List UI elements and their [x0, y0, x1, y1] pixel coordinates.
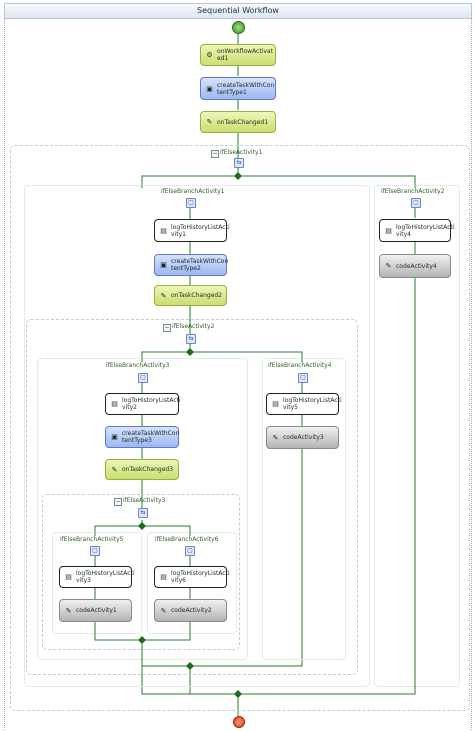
- activity-label: logToHistoryListActi vity1: [171, 223, 230, 238]
- log-icon: ▤: [272, 400, 279, 408]
- log-icon: ▤: [65, 573, 72, 581]
- on-task-changed-activity-1[interactable]: ✎ onTaskChanged1: [200, 111, 276, 133]
- activity-label: onWorkflowActivat ed1: [217, 48, 273, 62]
- log-history-activity-1[interactable]: ▤ logToHistoryListActi vity1: [154, 219, 230, 242]
- branch-label: ifElseBranchActivity5: [60, 536, 124, 543]
- if-else-icon: ⇆: [186, 334, 196, 344]
- log-history-activity-6[interactable]: ▤ logToHistoryListActi vity6: [154, 566, 230, 588]
- if-else-branch-6[interactable]: [147, 532, 237, 634]
- log-icon: ▤: [160, 573, 167, 581]
- if-else-branch-4[interactable]: [262, 358, 346, 660]
- create-task-activity-3[interactable]: ▣ createTaskWithCon tentType3: [105, 426, 179, 448]
- log-history-activity-5[interactable]: ▤ logToHistoryListActi vity5: [266, 393, 342, 415]
- if-else-branch-5[interactable]: [52, 532, 142, 634]
- activity-label: onTaskChanged1: [217, 118, 269, 126]
- task-icon: ▣: [160, 261, 167, 269]
- on-workflow-activated-activity[interactable]: ⚙ onWorkflowActivat ed1: [200, 44, 276, 66]
- if-else-icon: ⇆: [138, 508, 148, 518]
- activity-label: logToHistoryListActi vity2: [122, 397, 181, 411]
- on-task-changed-activity-3[interactable]: ✎ onTaskChanged3: [105, 459, 179, 480]
- if-else-branch-2[interactable]: [374, 185, 460, 687]
- log-icon: ▤: [385, 226, 392, 235]
- if-else-activity-1[interactable]: [10, 145, 470, 711]
- activity-label: onTaskChanged3: [122, 466, 174, 473]
- branch-icon: ▢: [90, 546, 100, 556]
- task-icon: ▣: [111, 433, 118, 441]
- if-else-activity-3[interactable]: [42, 494, 240, 650]
- branch-icon: ▢: [411, 198, 421, 208]
- event-icon: ⚙: [206, 51, 213, 59]
- activity-label: createTaskWithCon tentType3: [122, 430, 180, 444]
- code-icon: ✎: [385, 262, 392, 270]
- activity-label: logToHistoryListActi vity5: [283, 397, 342, 411]
- designer-frame: [4, 18, 472, 730]
- if-else-label: ifElseActivity2: [172, 323, 215, 330]
- activity-label: createTaskWithCon tentType2: [171, 258, 229, 272]
- code-icon: ✎: [65, 606, 72, 615]
- code-activity-3[interactable]: ✎ codeActivity3: [266, 426, 339, 449]
- designer-title: Sequential Workflow: [4, 3, 472, 19]
- activity-label: codeActivity1: [76, 607, 117, 614]
- create-task-activity-2[interactable]: ▣ createTaskWithCon tentType2: [154, 254, 229, 276]
- activity-label: createTaskWithCon tentType1: [217, 81, 275, 96]
- activity-label: logToHistoryListActi vity3: [76, 570, 135, 584]
- branch-label: ifElseBranchActivity2: [381, 188, 445, 195]
- branch-label: ifElseBranchActivity4: [268, 362, 332, 369]
- activity-label: codeActivity3: [283, 434, 324, 441]
- code-activity-2[interactable]: ✎ codeActivity2: [154, 599, 227, 622]
- log-history-activity-3[interactable]: ▤ logToHistoryListActi vity3: [59, 566, 135, 588]
- if-else-branch-1[interactable]: [24, 185, 370, 687]
- collapse-toggle[interactable]: −: [114, 498, 122, 506]
- activity-label: onTaskChanged2: [171, 292, 223, 299]
- log-history-activity-4[interactable]: ▤ logToHistoryListActi vity4: [379, 219, 455, 242]
- branch-icon: ▢: [298, 373, 308, 383]
- if-else-branch-3[interactable]: [37, 358, 248, 660]
- if-else-activity-2[interactable]: [26, 319, 358, 675]
- log-history-activity-2[interactable]: ▤ logToHistoryListActi vity2: [105, 393, 181, 415]
- event-icon: ✎: [206, 118, 213, 126]
- branch-label: ifElseBranchActivity6: [155, 536, 219, 543]
- collapse-toggle[interactable]: −: [211, 150, 219, 158]
- collapse-toggle[interactable]: −: [163, 324, 171, 332]
- branch-icon: ▢: [186, 198, 196, 208]
- on-task-changed-activity-2[interactable]: ✎ onTaskChanged2: [154, 285, 227, 306]
- branch-label: ifElseBranchActivity3: [106, 362, 170, 369]
- branch-label: ifElseBranchActivity1: [161, 188, 225, 195]
- if-else-icon: ⇆: [234, 158, 244, 168]
- if-else-label: ifElseActivity1: [220, 149, 263, 156]
- event-icon: ✎: [160, 291, 167, 300]
- activity-label: logToHistoryListActi vity4: [396, 223, 455, 238]
- code-activity-1[interactable]: ✎ codeActivity1: [59, 599, 132, 622]
- end-stop-icon: [233, 716, 245, 728]
- activity-label: logToHistoryListActi vity6: [171, 570, 230, 584]
- task-icon: ▣: [206, 84, 213, 93]
- log-icon: ▤: [111, 400, 118, 408]
- branch-icon: ▢: [185, 546, 195, 556]
- branch-icon: ▢: [138, 373, 148, 383]
- log-icon: ▤: [160, 226, 167, 235]
- code-activity-4[interactable]: ✎ codeActivity4: [379, 254, 451, 278]
- code-icon: ✎: [160, 606, 167, 615]
- event-icon: ✎: [111, 465, 118, 474]
- if-else-label: ifElseActivity3: [123, 497, 166, 504]
- code-icon: ✎: [272, 433, 279, 442]
- activity-label: codeActivity2: [171, 607, 212, 614]
- start-circle-icon: [232, 21, 245, 34]
- activity-label: codeActivity4: [396, 262, 437, 270]
- create-task-activity-1[interactable]: ▣ createTaskWithCon tentType1: [200, 77, 276, 100]
